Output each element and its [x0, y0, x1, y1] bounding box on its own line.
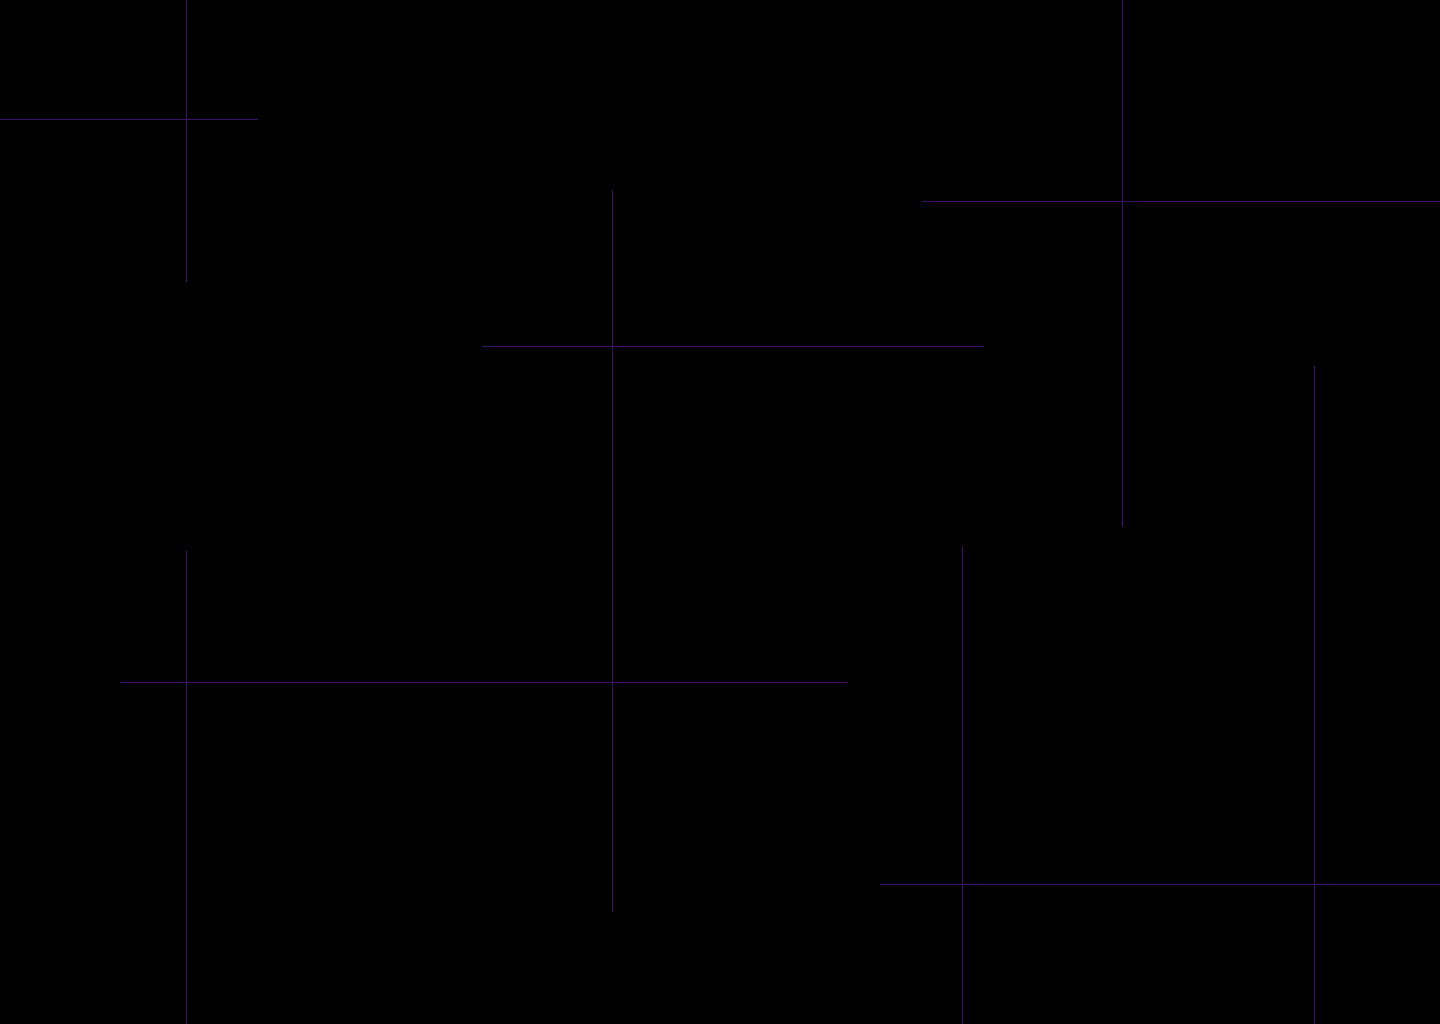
decorative-line-pattern [0, 0, 1440, 1024]
dark-background-canvas [0, 0, 1440, 1024]
